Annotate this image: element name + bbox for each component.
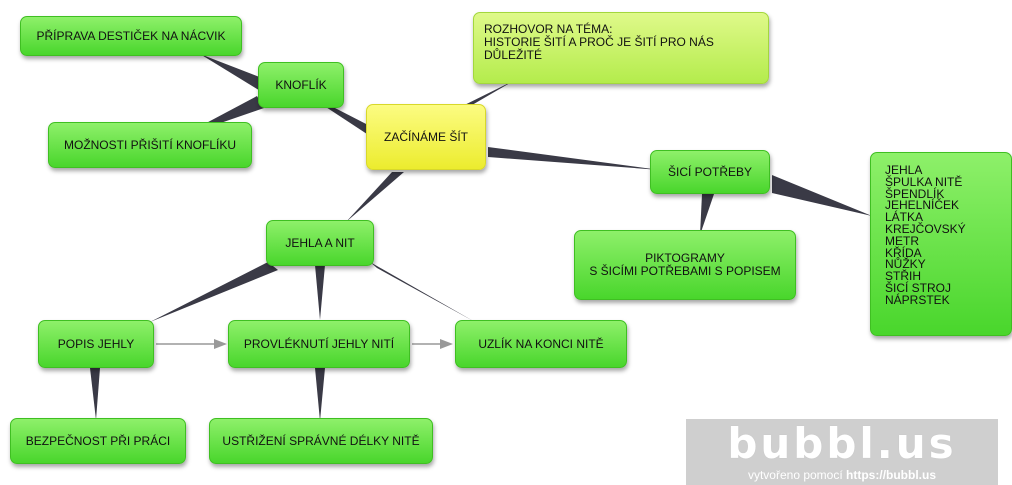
node-jehla-a-nit[interactable]: JEHLA A NIT [266, 220, 374, 266]
node-bezpecnost[interactable]: BEZPEČNOST PŘI PRÁCI [10, 418, 186, 464]
connector-popis-bezpecnost [90, 368, 100, 420]
arrow-provlekunti-to-uzlik [412, 339, 453, 349]
node-uzlik[interactable]: UZLÍK NA KONCI NITĚ [455, 320, 627, 368]
node-rozhovor[interactable]: ROZHOVOR NA TÉMA: HISTORIE ŠITÍ A PROČ J… [473, 12, 769, 84]
connector-knoflik-priprava [200, 54, 262, 92]
node-knoflik[interactable]: KNOFLÍK [258, 62, 344, 108]
node-provlekunti[interactable]: PROVLÉKNUTÍ JEHLY NITÍ [228, 320, 410, 368]
node-ustrizeni[interactable]: USTŘIŽENÍ SPRÁVNÉ DÉLKY NITĚ [209, 418, 433, 464]
bubbl-watermark[interactable]: bubbl.us vytvořeno pomocí https://bubbl.… [686, 419, 998, 485]
watermark-caption: vytvořeno pomocí https://bubbl.us [686, 468, 998, 482]
connector-jehla-uzlik [370, 262, 475, 322]
node-moznosti[interactable]: MOŽNOSTI PŘIŠITÍ KNOFLÍKU [48, 122, 252, 168]
connector-jehla-popis [150, 262, 278, 322]
node-piktogramy[interactable]: PIKTOGRAMY S ŠICÍMI POTŘEBAMI S POPISEM [574, 230, 796, 300]
connector-center-sici [488, 147, 660, 170]
connector-sici-piktogramy [700, 194, 714, 235]
node-potreby-list[interactable]: JEHLA ŠPULKA NITĚ ŠPENDLÍK JEHELNÍČEK LÁ… [870, 152, 1012, 336]
connector-center-jehla [346, 172, 404, 222]
connector-jehla-provlekunti [315, 265, 325, 320]
watermark-url-link[interactable]: https://bubbl.us [846, 468, 937, 482]
arrow-popis-to-provlekunti [156, 339, 227, 349]
node-popis-jehly[interactable]: POPIS JEHLY [38, 320, 154, 368]
connector-sici-list [772, 175, 872, 216]
watermark-caption-prefix: vytvořeno pomocí [747, 468, 843, 482]
node-center[interactable]: ZAČÍNÁME ŠÍT [366, 104, 486, 170]
bubbl-logo: bubbl.us [727, 419, 957, 468]
connector-provlekunti-ustrizeni [315, 368, 325, 421]
node-priprava[interactable]: PŘÍPRAVA DESTIČEK NA NÁCVIK [20, 16, 242, 56]
node-sici-potreby[interactable]: ŠICÍ POTŘEBY [650, 150, 770, 194]
